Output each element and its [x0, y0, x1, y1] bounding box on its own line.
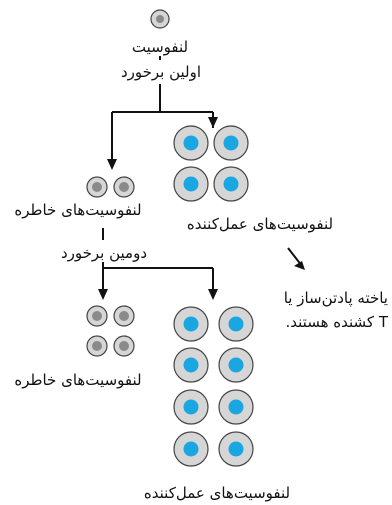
effector-cell	[218, 306, 254, 342]
effector-cell	[213, 125, 249, 161]
effector-cell	[218, 431, 254, 467]
effector-cell	[173, 389, 209, 425]
memory-cell	[86, 305, 108, 327]
effector-cell	[213, 166, 249, 202]
memory-cell	[86, 176, 108, 198]
arrowhead	[294, 261, 305, 270]
memory-cell	[113, 305, 135, 327]
caption-line-1: یاخته پادتن‌ساز یا	[283, 289, 388, 307]
arrowhead	[208, 289, 218, 300]
effector-cell	[218, 389, 254, 425]
effector-cell	[173, 347, 209, 383]
effector-cell	[173, 166, 209, 202]
caption-line-2: T کشنده هستند.	[285, 313, 388, 331]
cell-type-caption: یاخته پادتن‌ساز یا T کشنده هستند.	[238, 286, 388, 334]
arrowhead	[208, 117, 218, 128]
top-cell-label: لنفوسیت	[122, 38, 198, 56]
memory-cell	[113, 335, 135, 357]
effector-lymphocytes-label-1: لنفوسیت‌های عمل‌کننده	[168, 215, 352, 233]
second-encounter-label: دومین برخورد	[48, 244, 160, 262]
effector-cell	[173, 306, 209, 342]
first-encounter-label: اولین برخورد	[98, 63, 224, 81]
effector-cell	[218, 347, 254, 383]
cells	[86, 9, 254, 467]
memory-cell	[113, 176, 135, 198]
effector-lymphocytes-label-2: لنفوسیت‌های عمل‌کننده	[112, 484, 322, 502]
arrowheads	[98, 117, 305, 300]
effector-cell	[173, 125, 209, 161]
memory-cell	[86, 335, 108, 357]
arrowhead	[107, 159, 117, 170]
arrowhead	[98, 289, 108, 300]
lymphocyte-cell	[150, 9, 170, 29]
memory-lymphocytes-label-1: لنفوسیت‌های خاطره	[2, 201, 154, 219]
effector-cell	[173, 431, 209, 467]
memory-lymphocytes-label-2: لنفوسیت‌های خاطره	[2, 371, 154, 389]
